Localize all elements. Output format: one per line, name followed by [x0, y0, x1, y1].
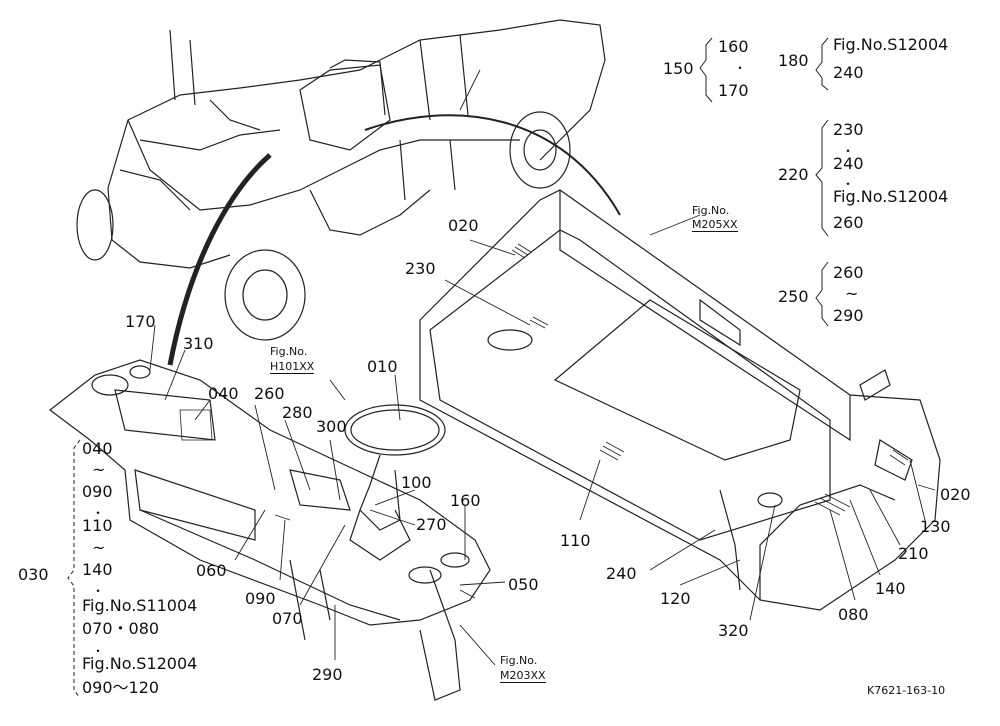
dot-separator: ・: [92, 644, 105, 658]
part-090: 090: [245, 589, 276, 608]
part-240: 240: [606, 564, 637, 583]
part-020: 020: [448, 216, 479, 235]
part-170: 170: [718, 81, 749, 100]
fig-ref-h101xx: H101XX: [270, 360, 315, 374]
part-010: 010: [367, 357, 398, 376]
cargo-floor-panel: [419, 189, 941, 611]
part-290: 290: [833, 306, 864, 325]
part-range-070-080: 070・080: [82, 619, 160, 638]
fig-ref-label: Fig.No.: [270, 345, 308, 358]
dot-separator: ・: [92, 584, 105, 598]
part-090: 090: [82, 482, 113, 501]
dot-separator: ・: [842, 177, 855, 191]
part-210: 210: [898, 544, 929, 563]
part-310: 310: [183, 334, 214, 353]
part-180: 180: [778, 51, 809, 70]
part-070: 070: [272, 609, 303, 628]
fig-ref-s12004: Fig.No.S12004: [833, 35, 949, 54]
part-100: 100: [401, 473, 432, 492]
dot-separator: ・: [92, 506, 105, 520]
part-160: 160: [450, 491, 481, 510]
part-170: 170: [125, 312, 156, 331]
part-240: 240: [833, 154, 864, 173]
legend-brackets: [67, 37, 829, 699]
part-080: 080: [838, 605, 869, 624]
part-130: 130: [920, 517, 951, 536]
part-260: 260: [254, 384, 285, 403]
part-060: 060: [196, 561, 227, 580]
part-040: 040: [208, 384, 239, 403]
dashboard-panel: [49, 359, 491, 701]
part-300: 300: [316, 417, 347, 436]
part-260: 260: [833, 263, 864, 282]
part-230: 230: [405, 259, 436, 278]
part-140: 140: [82, 560, 113, 579]
part-240: 240: [833, 63, 864, 82]
dot-separator: ・: [734, 61, 747, 75]
fig-ref-label: Fig.No.: [692, 204, 730, 217]
diagram-code: K7621-163-10: [867, 684, 946, 697]
part-120: 120: [660, 589, 691, 608]
utv-vehicle-illustration: [76, 19, 606, 341]
fig-ref-s12004: Fig.No.S12004: [82, 654, 198, 673]
part-050: 050: [508, 575, 539, 594]
part-230: 230: [833, 120, 864, 139]
hatch-marks: [274, 243, 909, 599]
part-150: 150: [663, 59, 694, 78]
part-270: 270: [416, 515, 447, 534]
part-range-090-120: 090〜120: [82, 678, 160, 697]
part-250: 250: [778, 287, 809, 306]
part-020: 020: [940, 485, 971, 504]
part-320: 320: [718, 621, 749, 640]
fig-ref-label: Fig.No.: [500, 654, 538, 667]
leader-lines: [149, 69, 936, 666]
part-220: 220: [778, 165, 809, 184]
dot-separator: ・: [842, 144, 855, 158]
part-040: 040: [82, 439, 113, 458]
part-260: 260: [833, 213, 864, 232]
part-110: 110: [560, 531, 591, 550]
fig-ref-s12004: Fig.No.S12004: [833, 187, 949, 206]
range-tilde: ~: [845, 284, 859, 303]
part-160: 160: [718, 37, 749, 56]
part-110: 110: [82, 516, 113, 535]
part-290: 290: [312, 665, 343, 684]
callout-arc-left: [167, 153, 272, 366]
part-140: 140: [875, 579, 906, 598]
callout-arc-right: [364, 114, 621, 216]
fig-ref-m203xx: M203XX: [500, 669, 546, 683]
range-tilde: ~: [92, 460, 106, 479]
part-030: 030: [18, 565, 49, 584]
range-tilde: ~: [92, 538, 106, 557]
part-280: 280: [282, 403, 313, 422]
fig-ref-s11004: Fig.No.S11004: [82, 596, 198, 615]
fig-ref-m205xx: M205XX: [692, 218, 738, 232]
